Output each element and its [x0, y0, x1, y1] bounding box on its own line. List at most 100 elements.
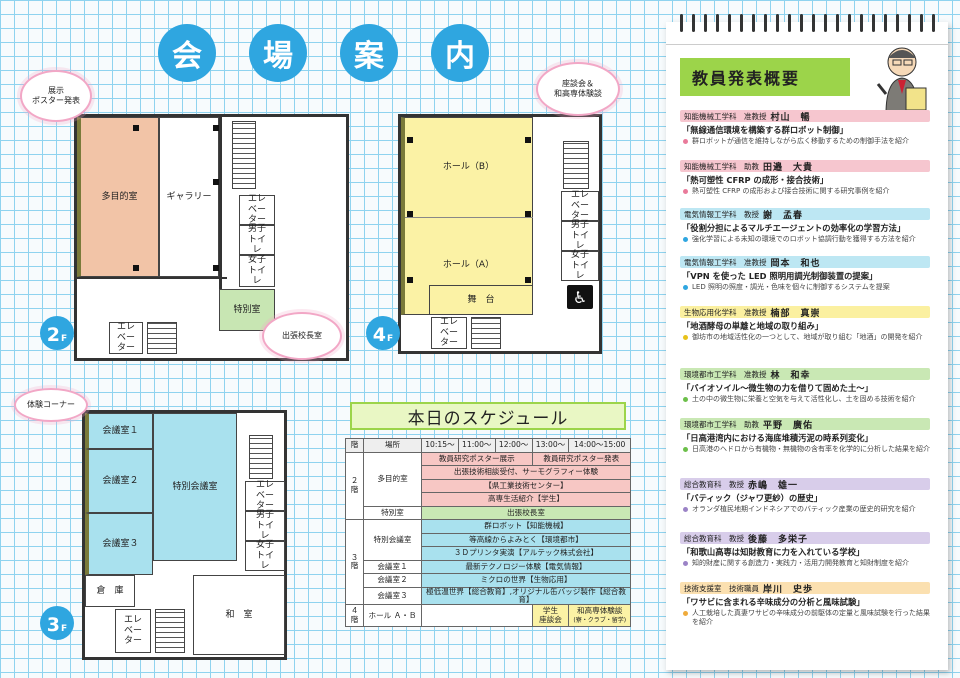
notebook-ring — [848, 14, 851, 32]
presentation-description: 人工栽培した真妻ワサビの辛味成分の前駆体の定量と風味試験を行った結果を紹介 — [680, 609, 930, 627]
place-cell: 会議室３ — [363, 586, 422, 606]
notebook-ring — [872, 14, 875, 32]
presentation-entry: 電気情報工学科 教授謝 孟春「役割分担によるマルチエージェントの効率化の学習方法… — [680, 208, 930, 244]
notebook-ring — [884, 14, 887, 32]
presenter-dept: 知能機械工学科 准教授 — [684, 111, 767, 121]
room-men-toilet: 男子トイレ — [561, 220, 599, 251]
event-cell: ３Ｄプリンタ実演【アルテック株式会社】 — [421, 546, 631, 561]
presenter-bar: 総合教育科 教授後藤 多栄子 — [680, 532, 930, 545]
floor-2-cell: ２ 階 — [345, 451, 364, 520]
floor-3-cell: ３ 階 — [345, 518, 364, 606]
presentation-entry: 総合教育科 教授赤嶋 雄一「バティック（ジャワ更紗）の歴史」オランダ植民地期イン… — [680, 478, 930, 514]
room-label: 男子トイレ — [247, 224, 266, 256]
presentation-entry: 生物応用化学科 准教授楠部 真崇「地酒酵母の単離と地域の取り組み」御坊市の地域活… — [680, 306, 930, 342]
schedule-table: 階 場所 10:15～ 11:00～ 12:00～ 13:00～ 14:00～1… — [345, 438, 632, 628]
event-cell: 等高線からよみとく【環境都市】 — [421, 532, 631, 547]
presenter-dept: 生物応用化学科 准教授 — [684, 307, 767, 317]
presentation-entry: 環境都市工学科 准教授林 和幸「バイオソイル～微生物の力を借りて固めた土～」土の… — [680, 368, 930, 404]
table-row: 会議室２ ミクロの世界【生物応用】 — [346, 573, 631, 588]
event-cell: 教員研究ポスター展示 — [421, 451, 533, 466]
room-souko: 倉 庫 — [85, 575, 135, 607]
table-row: 高専生活紹介【学生】 — [346, 492, 631, 507]
summary-title: 教員発表概要 — [680, 58, 850, 96]
hall-b-label: ホール（B） — [442, 161, 495, 172]
room-label: エレベーター — [123, 615, 142, 647]
presentation-title: 「バティック（ジャワ更紗）の歴史」 — [682, 493, 823, 503]
notebook-ring — [788, 14, 791, 32]
room-kaigi-1: 会議室１ — [85, 413, 153, 449]
room-stage: 舞 台 — [429, 285, 533, 315]
presenter-bar: 総合教育科 教授赤嶋 雄一 — [680, 478, 930, 491]
room-kaigi-3: 会議室３ — [85, 513, 153, 575]
presentation-description: 知的財産に関する創造力・実践力・活用力開発教育と知財制度を紹介 — [680, 559, 930, 568]
presentation-description: 日高港のヘドロから有機物・無機物の含有率を化学的に分析した結果を紹介 — [680, 445, 930, 454]
presenter-bar: 環境都市工学科 准教授林 和幸 — [680, 368, 930, 381]
presenter-bar: 環境都市工学科 助教平野 廣佑 — [680, 418, 930, 431]
room-elevator: エレベーター — [245, 480, 285, 512]
floor-4-cell: ４ 階 — [345, 604, 364, 628]
room-label: エレベーター — [255, 480, 274, 512]
event-cell: 高専生活紹介【学生】 — [421, 492, 631, 507]
presentation-title: 「熱可塑性 CFRP の成形・接合技術」 — [682, 175, 829, 185]
event-cell: 最新テクノロジー体験【電気情報】 — [421, 559, 631, 574]
event-cell: ミクロの世界【生物応用】 — [421, 573, 631, 588]
room-label: ギャラリー — [166, 191, 212, 202]
presentation-description: 土の中の微生物に栄養と空気を与えて活性化し、土を固める技術を紹介 — [680, 395, 930, 404]
room-elevator: エレベーター — [239, 194, 275, 225]
table-row: ４ 階 ホール Ａ・Ｂ 学生 座談会 和高専体験談(寮・クラブ・留学) — [345, 604, 631, 628]
header-place: 場所 — [363, 438, 422, 453]
presenter-name: 田邉 大貴 — [763, 162, 814, 173]
exhibit-poster-cloud: 展示 ポスター発表 — [20, 70, 92, 122]
room-label: 特別室 — [233, 304, 261, 315]
room-tokubetsu-kaigi: 特別会議室 — [153, 413, 237, 561]
room-label: 会議室２ — [102, 475, 139, 486]
room-label: 女子トイレ — [255, 540, 274, 572]
presenter-bar: 電気情報工学科 准教授岡本 和也 — [680, 256, 930, 269]
presenter-dept: 知能機械工学科 助教 — [684, 161, 759, 171]
room-tamokuteki: 多目的室 — [77, 117, 159, 277]
wheelchair-icon: ♿ — [567, 285, 593, 309]
notebook-ring — [896, 14, 899, 32]
presentation-entry: 総合教育科 教授後藤 多栄子「和歌山高専は知財教育に力を入れている学校」知的財産… — [680, 532, 930, 568]
presentation-entry: 技術支援室 技術職員岸川 史歩「ワサビに含まれる辛味成分の分析と風味試験」人工栽… — [680, 582, 930, 627]
place-cell: 多目的室 — [363, 451, 422, 507]
presentation-description: LED 照明の照度・調光・色味を個々に制御するシステムを提案 — [680, 283, 930, 292]
presenter-dept: 環境都市工学科 助教 — [684, 419, 759, 429]
presenter-dept: 電気情報工学科 准教授 — [684, 257, 767, 267]
room-label: 特別会議室 — [172, 481, 218, 492]
presenter-name: 村山 暢 — [770, 112, 811, 123]
presenter-name: 林 和幸 — [770, 370, 811, 381]
room-label: エレベーター — [570, 190, 589, 222]
header-t2: 11:00～ — [457, 438, 496, 453]
presenter-bar: 知能機械工学科 准教授村山 暢 — [680, 110, 930, 123]
title-char-1: 会 — [158, 24, 216, 82]
event-cell: 出張技術相談受付、サーモグラフィー体験 — [421, 465, 631, 480]
table-row: ３ 階 特別会議室 群ロボット【知能機械】 — [345, 518, 631, 606]
discussion-cloud: 座談会＆ 和高専体験談 — [536, 62, 620, 116]
principal-office-cloud: 出張校長室 — [262, 312, 342, 360]
room-women-toilet: 女子トイレ — [245, 540, 285, 572]
presentation-description: 御坊市の地域活性化の一つとして、地域が取り組む「地酒」の開発を紹介 — [680, 333, 930, 342]
presenter-name: 岡本 和也 — [770, 258, 821, 269]
room-men-toilet: 男子トイレ — [245, 510, 285, 542]
table-row: 出張技術相談受付、サーモグラフィー体験 — [346, 465, 631, 480]
presentation-description: 熱可塑性 CFRP の成形および接合技術に関する研究事例を紹介 — [680, 187, 930, 196]
room-label: 舞 台 — [467, 294, 495, 305]
place-cell: 特別室 — [363, 505, 422, 520]
schedule-title: 本日のスケジュール — [350, 402, 626, 430]
notebook-ring — [704, 14, 707, 32]
event-subtext: (寮・クラブ・留学) — [573, 616, 627, 624]
notebook-ring — [836, 14, 839, 32]
teacher-illustration-icon — [876, 47, 927, 114]
presentation-title: 「無線通信環境を構築する群ロボット制御」 — [682, 125, 848, 135]
table-row: 特別室 出張校長室 — [346, 505, 631, 520]
room-hall: ホール（B） ホール（A） — [401, 117, 533, 315]
header-t4: 13:00～ — [531, 438, 570, 453]
notebook-ring — [812, 14, 815, 32]
notebook-ring — [740, 14, 743, 32]
room-label: 男子トイレ — [255, 510, 274, 542]
presenter-bar: 知能機械工学科 助教田邉 大貴 — [680, 160, 930, 173]
presenter-name: 平野 廣佑 — [763, 420, 814, 431]
